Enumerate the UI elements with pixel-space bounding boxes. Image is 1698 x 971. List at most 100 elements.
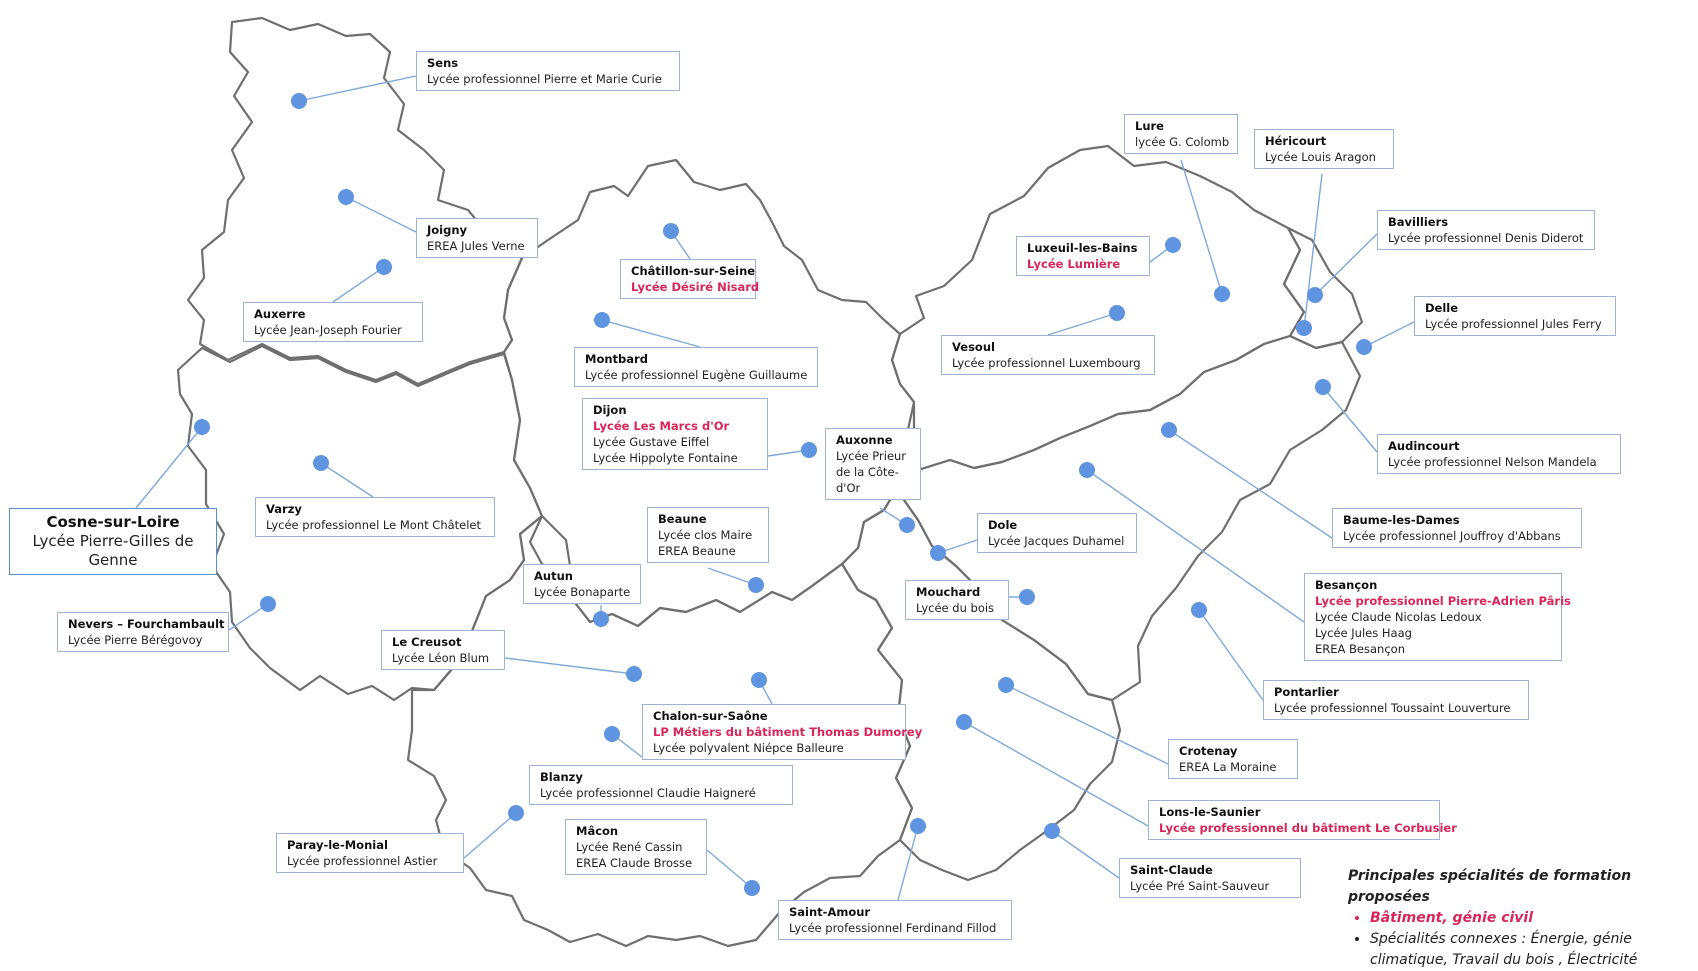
location-dot-audincourt[interactable] (1315, 379, 1331, 395)
location-dot-stamour[interactable] (910, 818, 926, 834)
location-dot-nevers[interactable] (260, 596, 276, 612)
label-school: Lycée Jules Haag (1315, 626, 1412, 640)
leader-line-cosne (135, 426, 203, 509)
legend-item: Bâtiment, génie civil (1370, 908, 1698, 929)
label-school: Lycée Léon Blum (392, 651, 490, 665)
location-dot-luxeuil[interactable] (1165, 237, 1181, 253)
location-dot-baume[interactable] (1161, 422, 1177, 438)
label-title: Mouchard (916, 585, 981, 599)
location-dot-bavilliers[interactable] (1307, 287, 1323, 303)
location-dot-varzy[interactable] (313, 455, 329, 471)
location-dot-chatillon[interactable] (663, 223, 679, 239)
department-borders (176, 16, 1364, 948)
location-dot-hericourt[interactable] (1296, 320, 1312, 336)
label-title: Cosne-sur-Loire (46, 513, 180, 531)
location-dot-dole[interactable] (930, 545, 946, 561)
label-school: Lycée professionnel Jouffroy d'Abbans (1343, 529, 1561, 543)
label-school: Lycée polyvalent Niépce Balleure (653, 741, 844, 755)
label-school: Lycée professionnel Nelson Mandela (1388, 455, 1597, 469)
location-dot-besancon[interactable] (1079, 462, 1095, 478)
label-school: Lycée Lumière (1027, 257, 1121, 271)
label-school: EREA La Moraine (1179, 760, 1277, 774)
location-dot-dijon[interactable] (801, 442, 817, 458)
location-dot-delle[interactable] (1356, 339, 1372, 355)
location-dot-auxerre[interactable] (376, 259, 392, 275)
location-dot-macon[interactable] (744, 880, 760, 896)
location-dot-joigny[interactable] (338, 189, 354, 205)
location-dot-montbard[interactable] (594, 312, 610, 328)
location-dot-mouchard[interactable] (1019, 589, 1035, 605)
label-school: Lycée professionnel Claudie Haigneré (540, 786, 756, 800)
location-dot-lons[interactable] (956, 714, 972, 730)
location-dot-paray[interactable] (508, 805, 524, 821)
legend-heading: Principales spécialités de formation pro… (1348, 868, 1632, 905)
leader-line-vesoul (1047, 312, 1118, 336)
label-school: EREA Besançon (1315, 642, 1405, 656)
location-dot-creusot[interactable] (626, 666, 642, 682)
leader-line-baume (1168, 429, 1333, 539)
label-school: Lycée Bonaparte (534, 585, 631, 599)
leader-line-hericourt (1303, 173, 1323, 329)
label-school: de la Côte- (836, 465, 899, 479)
label-school: Lycée professionnel Astier (287, 854, 438, 868)
location-dot-beaune[interactable] (748, 577, 764, 593)
leader-line-macon (706, 849, 753, 889)
location-dot-vesoul[interactable] (1109, 305, 1125, 321)
label-title: Delle (1425, 301, 1459, 315)
leader-line-besancon (1086, 469, 1305, 623)
label-school: LP Métiers du bâtiment Thomas Dumorey (653, 725, 923, 739)
leader-line-delle (1363, 321, 1415, 348)
label-school: Lycée professionnel Luxembourg (952, 356, 1141, 370)
location-dot-chalon[interactable] (751, 672, 767, 688)
label-school: Lycée professionnel Le Mont Châtelet (266, 518, 482, 532)
leader-line-audincourt (1322, 386, 1378, 453)
label-school: EREA Claude Brosse (576, 856, 693, 870)
label-school: Lycée Gustave Eiffel (593, 435, 710, 449)
leader-line-lons (963, 721, 1149, 827)
location-dot-auxonne[interactable] (899, 517, 915, 533)
label-school: Lycée Désiré Nisard (631, 280, 760, 294)
label-title: Auxerre (254, 307, 306, 321)
leader-line-stclaude (1051, 830, 1120, 879)
location-dot-autun[interactable] (593, 611, 609, 627)
label-title: Bavilliers (1388, 215, 1449, 229)
label-school: Lycée Jean-Joseph Fourier (254, 323, 402, 337)
leader-line-creusot (504, 657, 635, 675)
location-dot-cosne[interactable] (194, 419, 210, 435)
label-school: Lycée Louis Aragon (1265, 150, 1376, 164)
location-dot-blanzy[interactable] (604, 726, 620, 742)
legend-item: Spécialités connexes : Énergie, génie cl… (1370, 929, 1698, 971)
location-dot-lure[interactable] (1214, 286, 1230, 302)
label-title: Baume-les-Dames (1343, 513, 1460, 527)
label-title: Saint-Amour (789, 905, 871, 919)
leader-line-montbard (601, 319, 701, 348)
label-title: Dole (988, 518, 1018, 532)
label-title: Héricourt (1265, 134, 1327, 148)
label-school: Lycée professionnel Ferdinand Fillod (789, 921, 997, 935)
location-dot-crotenay[interactable] (998, 677, 1014, 693)
location-dot-sens[interactable] (291, 93, 307, 109)
location-dot-pontarlier[interactable] (1191, 602, 1207, 618)
label-title: Vesoul (952, 340, 995, 354)
label-school: Lycée Claude Nicolas Ledoux (1315, 610, 1482, 624)
location-dot-stclaude[interactable] (1044, 823, 1060, 839)
label-school: Lycée Pierre-Gilles de Genne (32, 532, 194, 569)
